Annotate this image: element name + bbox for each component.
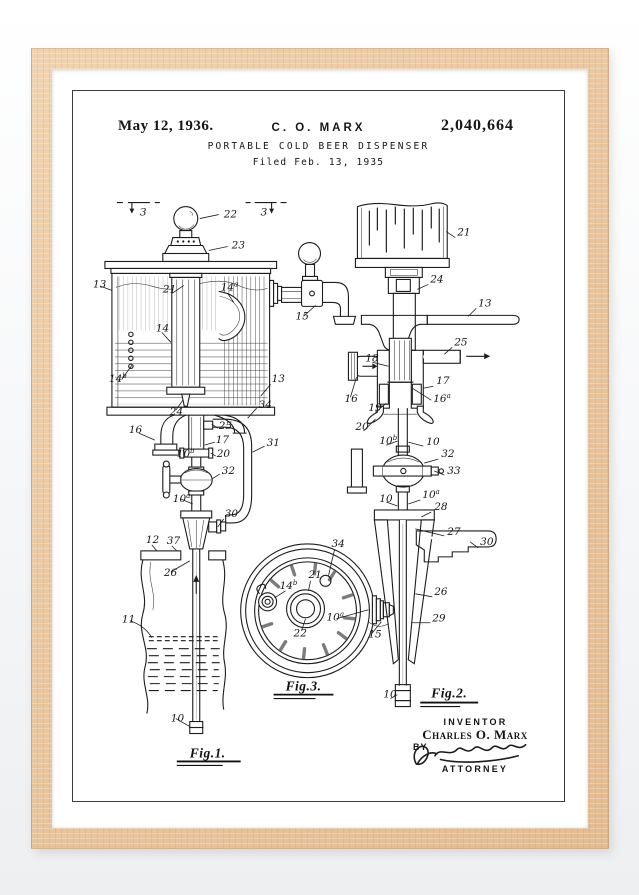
reference-numeral: 10 (379, 493, 393, 505)
reference-numeral: 30 (225, 508, 239, 520)
reference-numeral: 15 (368, 629, 382, 641)
reference-numeral: 22 (223, 209, 238, 221)
reference-numeral: 30 (480, 536, 494, 548)
reference-numeral: 10 (383, 689, 397, 701)
reference-numeral: 20 (354, 421, 369, 433)
patent-author: C. O. MARX (271, 122, 366, 134)
attorney-label: ATTORNEY (441, 764, 509, 774)
reference-numeral: 13 (272, 373, 286, 385)
reference-numeral: 3 (140, 207, 147, 219)
reference-numeral: 26 (433, 586, 448, 598)
matte-board: May 12, 1936. C. O. MARX 2,040,664 PORTA… (52, 69, 588, 828)
reference-numeral: 29 (431, 613, 446, 625)
tank-outlets (152, 414, 247, 456)
reference-numeral: 10b (177, 447, 195, 460)
reference-numeral: 16 (129, 424, 143, 436)
reference-numeral: 14b (280, 579, 298, 592)
reference-numeral: 21 (308, 569, 322, 581)
patent-drawing: Fig.1. 332223132114a151414b1334241625173… (93, 202, 520, 767)
reference-numeral: 16a (433, 392, 450, 405)
reference-numeral: 17 (436, 375, 450, 387)
reference-numeral: 19 (368, 402, 382, 414)
patent-number: 2,040,664 (441, 117, 514, 134)
fig2-leader-lines (350, 231, 479, 699)
threaded-stem (384, 266, 423, 294)
valve-train (162, 447, 227, 550)
attorney-signature (413, 743, 527, 765)
reference-numeral: 17 (216, 434, 230, 446)
reference-numeral: 21 (162, 283, 176, 295)
mounting-flange (360, 292, 520, 351)
reference-numeral: 15 (296, 310, 310, 322)
reference-numeral: 14a (221, 280, 238, 293)
reference-numeral: 10 (171, 713, 185, 725)
fig1-leader-lines (100, 214, 316, 727)
spigot-assembly (269, 241, 357, 325)
barrel (140, 559, 227, 714)
reference-numeral: 16 (344, 393, 358, 405)
reference-numeral: 14 (156, 322, 169, 334)
barrel-top-board (140, 550, 227, 561)
wooden-frame: May 12, 1936. C. O. MARX 2,040,664 PORTA… (31, 48, 609, 849)
fig1-caption: Fig.1. (189, 745, 226, 760)
inner-cylinder (166, 272, 246, 407)
lid-spigot-stub (368, 595, 394, 627)
reference-numeral: 22 (293, 628, 308, 640)
reference-numeral: 10a (173, 492, 190, 505)
reference-numeral: 31 (267, 437, 280, 449)
reference-numeral: 24 (429, 273, 443, 285)
patent-title: PORTABLE COLD BEER DISPENSER (207, 141, 430, 152)
reference-numeral: 3 (261, 207, 268, 219)
reference-numeral: 24 (169, 406, 183, 418)
reference-numeral: 32 (441, 448, 455, 460)
reference-numeral: 10b (379, 434, 397, 447)
valve-housing (347, 337, 491, 424)
reference-numeral: 33 (447, 465, 461, 477)
reference-numeral: 37 (167, 535, 181, 547)
reference-numeral: 10 (426, 436, 440, 448)
fig3-drawing: Fig.3. 34 21 14b 10a 22 15 (240, 538, 394, 700)
reference-numeral: 13 (478, 297, 492, 309)
reference-numeral: 10a (422, 488, 439, 501)
tap-cone (373, 509, 497, 708)
reference-numeral: 26 (163, 567, 178, 579)
reference-numeral: 25 (453, 336, 468, 348)
reference-numeral: 28 (433, 501, 448, 513)
reference-numeral: 10a (326, 611, 343, 624)
reference-numeral: 25 (218, 420, 233, 432)
reference-numeral: 34 (259, 399, 272, 411)
reference-numeral: 21 (456, 227, 470, 239)
reference-numeral: 20 (216, 448, 231, 460)
reference-numeral: 13 (93, 278, 107, 290)
reference-numeral: 34 (331, 538, 344, 550)
reference-numeral: 32 (222, 465, 236, 477)
dip-tube (189, 548, 204, 735)
fig1-drawing: Fig.1. 332223132114a151414b1334241625173… (93, 202, 357, 767)
section-line-marks (116, 202, 287, 214)
patent-page: May 12, 1936. C. O. MARX 2,040,664 PORTA… (72, 90, 565, 802)
reference-numeral: 12 (146, 534, 160, 546)
ball-knob (162, 206, 210, 263)
reference-numeral: 11 (122, 614, 135, 626)
patent-filed-line: Filed Feb. 13, 1935 (252, 157, 385, 168)
reference-numeral: 23 (231, 240, 246, 252)
fig2-drawing: Fig.2. 2124132518171616a192010b103233101… (344, 202, 520, 708)
inventor-name: Charles O. Marx (422, 727, 528, 742)
reference-numeral: 27 (446, 526, 461, 538)
cap-cylinder (354, 202, 450, 269)
inventor-label: INVENTOR (443, 717, 508, 727)
reference-numeral: 18 (365, 352, 379, 364)
fig3-caption: Fig.3. (285, 679, 322, 694)
fig2-caption: Fig.2. (430, 686, 467, 701)
patent-date: May 12, 1936. (118, 118, 214, 134)
fig3-leader-lines (274, 549, 382, 633)
